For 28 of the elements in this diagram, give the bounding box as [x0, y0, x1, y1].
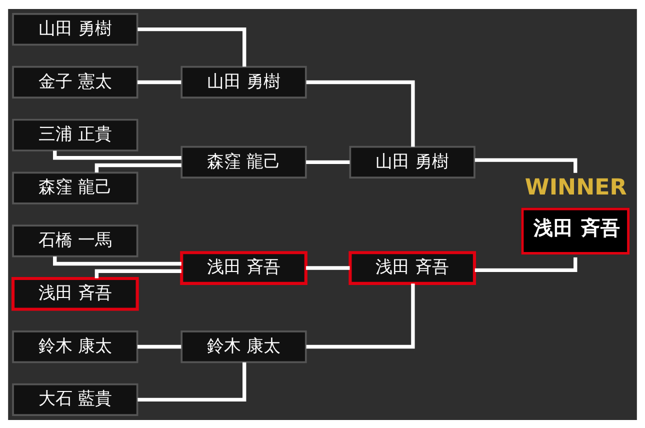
- connector: [94, 162, 182, 172]
- connector: [137, 344, 182, 348]
- connector: [94, 268, 182, 278]
- node-box: 浅田 斉吾: [348, 250, 476, 284]
- connector: [306, 80, 415, 146]
- connector: [138, 26, 246, 66]
- node-box: 大石 藍貴: [12, 382, 138, 416]
- node-label: WINNER: [524, 174, 627, 200]
- connector: [137, 80, 182, 84]
- node-box: 山田 勇樹: [12, 12, 138, 46]
- node-box: 山田 勇樹: [180, 65, 307, 98]
- connector: [474, 256, 578, 272]
- connector: [306, 266, 350, 270]
- node-box: 鈴木 康太: [180, 330, 307, 363]
- connector: [306, 283, 415, 348]
- node-box: 森窪 龍己: [180, 145, 307, 178]
- node-box: 森窪 龍己: [12, 171, 138, 204]
- node-box: 鈴木 康太: [12, 330, 138, 363]
- connector: [53, 256, 182, 266]
- node-box: 浅田 斉吾: [11, 276, 139, 310]
- node-box: 金子 憲太: [12, 65, 138, 98]
- connector: [138, 362, 246, 402]
- node-box: 石橋 一馬: [12, 224, 138, 257]
- node-box: 浅田 斉吾: [180, 250, 308, 284]
- connector: [53, 150, 182, 160]
- node-box: 山田 勇樹: [349, 145, 476, 178]
- connector: [306, 160, 350, 164]
- node-box: 三浦 正貴: [12, 118, 138, 151]
